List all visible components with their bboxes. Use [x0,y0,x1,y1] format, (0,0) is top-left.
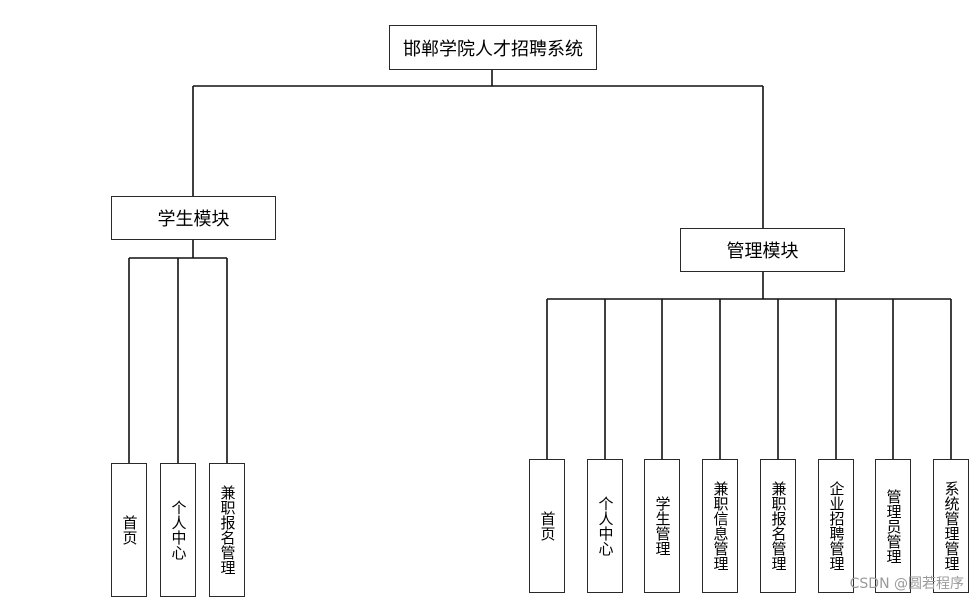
leaf-label: 管理员管理 [884,488,903,564]
leaf-label: 个人中心 [596,496,615,556]
leaf-label: 个人中心 [169,500,188,560]
leaf-label: 学生管理 [653,496,672,556]
admin-module-label: 管理模块 [726,241,799,262]
student-leaf-signup-mgmt: 兼职报名管理 [209,463,245,597]
leaf-label: 兼职信息管理 [711,481,730,571]
admin-leaf-home: 首页 [529,459,565,593]
admin-leaf-student-mgmt: 学生管理 [644,459,680,593]
student-leaf-profile: 个人中心 [160,463,196,597]
admin-leaf-profile: 个人中心 [587,459,623,593]
admin-leaf-system-mgmt: 系统管理管理 [933,459,969,593]
leaf-label: 首页 [120,515,139,545]
leaf-label: 企业招聘管理 [827,481,846,571]
leaf-label: 兼职报名管理 [769,481,788,571]
root-node: 邯郸学院人才招聘系统 [389,25,597,70]
leaf-label: 系统管理管理 [942,481,961,571]
student-module-node: 学生模块 [111,196,276,240]
admin-leaf-company-recruit-mgmt: 企业招聘管理 [818,459,854,593]
admin-leaf-admin-mgmt: 管理员管理 [875,459,911,593]
student-module-label: 学生模块 [157,209,230,230]
leaf-label: 兼职报名管理 [218,485,237,575]
watermark: CSDN @圆若程序 [849,576,964,592]
admin-leaf-parttime-info-mgmt: 兼职信息管理 [702,459,738,593]
root-label: 邯郸学院人才招聘系统 [403,38,583,60]
student-leaf-home: 首页 [111,463,147,597]
leaf-label: 首页 [538,511,557,541]
admin-module-node: 管理模块 [680,228,845,272]
admin-leaf-signup-mgmt: 兼职报名管理 [760,459,796,593]
